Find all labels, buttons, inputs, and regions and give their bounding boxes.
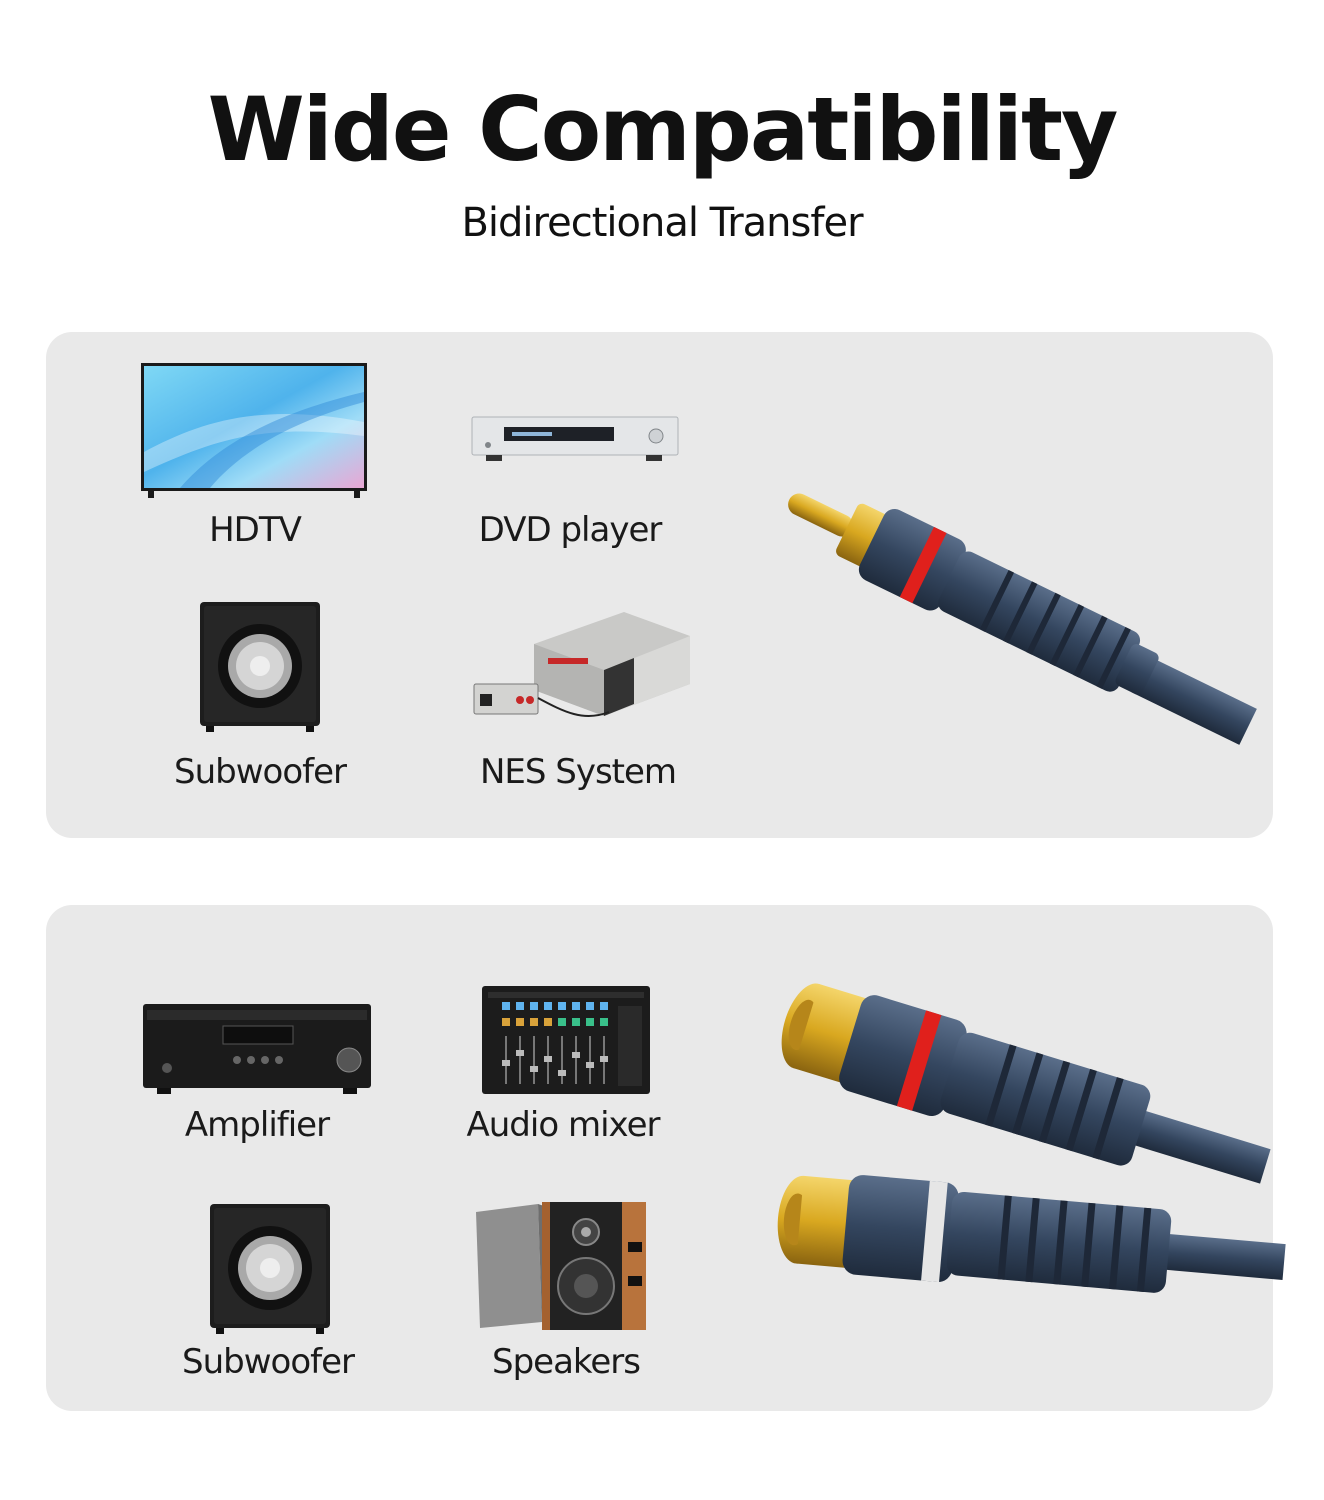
device-label-dvd-player: DVD player — [478, 510, 663, 550]
rca-female-jacks-icon — [777, 983, 1286, 1293]
rca-male-plug-icon — [788, 493, 1257, 745]
device-label-nes-system: NES System — [479, 752, 677, 792]
audio-mixer-icon — [482, 986, 650, 1094]
subwoofer-icon — [210, 1204, 330, 1334]
device-label-hdtv: HDTV — [209, 510, 302, 550]
speakers-icon — [476, 1202, 646, 1330]
device-label-subwoofer: Subwoofer — [182, 1342, 355, 1382]
device-label-audio-mixer: Audio mixer — [466, 1105, 661, 1145]
amplifier-icon — [143, 1004, 371, 1094]
subwoofer-icon — [200, 602, 320, 732]
device-label-subwoofer: Subwoofer — [174, 752, 347, 792]
tv-icon — [141, 363, 367, 498]
dvd-player-icon — [471, 416, 679, 461]
device-label-speakers: Speakers — [491, 1342, 641, 1382]
device-label-amplifier: Amplifier — [184, 1105, 330, 1145]
game-console-icon — [473, 612, 690, 717]
page-title: Wide Compatibility — [207, 78, 1119, 181]
page-subtitle: Bidirectional Transfer — [461, 200, 863, 246]
